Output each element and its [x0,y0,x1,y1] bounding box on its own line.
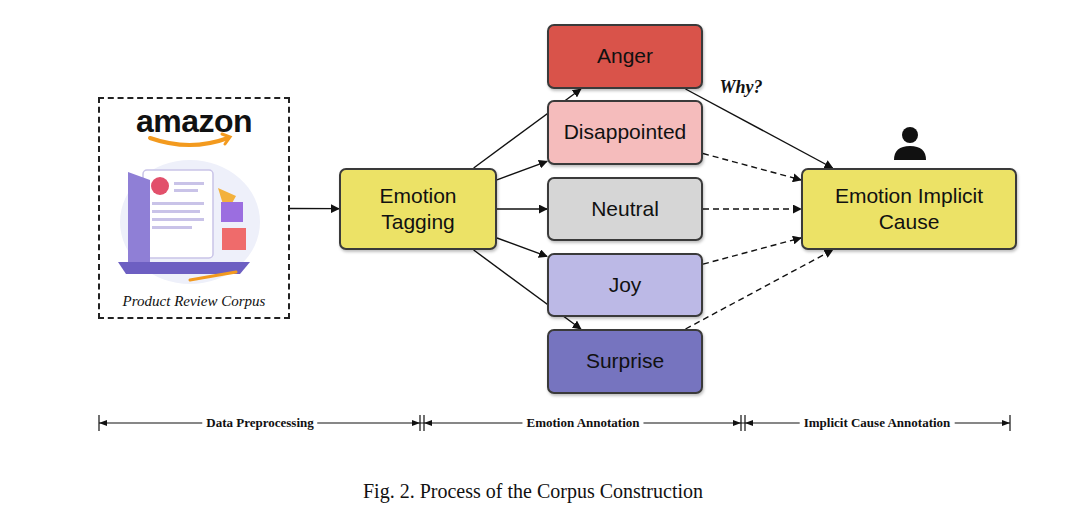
corpus-panel: amazonProduct Review Corpus [98,97,290,319]
node-text: Surprise [586,348,664,374]
emotion-box: Joy [547,253,703,317]
node-text: Emotion Implicit Cause [803,183,1015,236]
node-text: Neutral [591,196,659,222]
node-text: Emotion Tagging [341,183,495,236]
shape [221,202,243,222]
node-text: Joy [609,272,642,298]
shape [222,228,246,250]
figure-caption: Fig. 2. Process of the Corpus Constructi… [0,480,1066,503]
process-box: Emotion Tagging [339,168,497,250]
phase-label: Data Preprocessing [202,415,317,431]
node-text: amazon [136,105,252,137]
phase-label: Implicit Cause Annotation [800,415,955,431]
doc-badge [151,177,169,195]
person-body [894,146,926,160]
arrow [497,238,547,256]
dashed-arrow [703,154,801,180]
emotion-box: Anger [547,24,703,89]
person-head [902,127,918,143]
pencil [190,272,236,280]
process-box: Emotion Implicit Cause [801,168,1017,250]
edge-label: Why? [717,76,766,97]
node-text: Product Review Corpus [123,292,266,311]
dashed-arrow [686,250,833,329]
emotion-box: Disappointed [547,100,703,165]
emotion-box: Neutral [547,177,703,241]
emotion-box: Surprise [547,329,703,394]
dashed-arrow [703,208,801,209]
node-text: Anger [597,43,653,69]
phase-label: Emotion Annotation [522,415,643,431]
arrow [686,89,833,168]
document [143,170,213,258]
logo-smile [150,138,228,145]
arrow [497,161,547,179]
arrow [497,208,547,209]
node-text: Disappointed [564,119,687,145]
arrow [290,208,339,210]
dashed-arrow [703,238,801,264]
laptop-screen [128,172,150,262]
